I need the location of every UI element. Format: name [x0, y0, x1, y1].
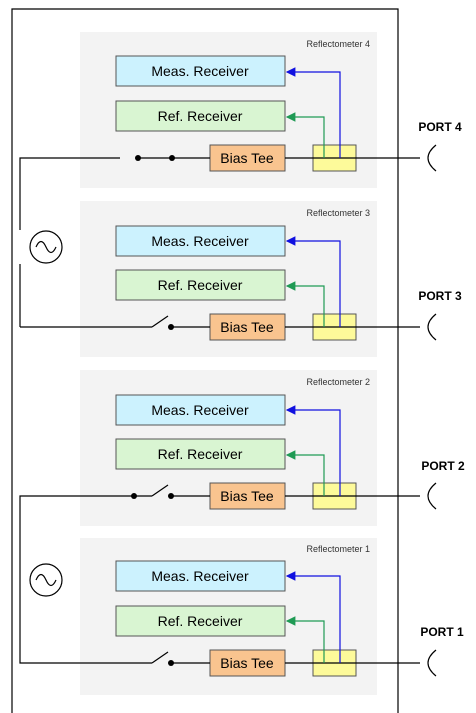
ref-sample-path	[285, 616, 325, 663]
meas-sample-path	[285, 571, 341, 663]
switch-blade	[151, 315, 169, 328]
switch-blade	[151, 484, 169, 497]
reflectometer-title: Reflectometer 4	[306, 39, 370, 49]
port-label: PORT 1	[420, 625, 464, 639]
source-wire	[19, 157, 45, 230]
bias-tee-label: Bias Tee	[220, 319, 274, 335]
switch-contact	[135, 155, 141, 161]
ref-receiver-label: Ref. Receiver	[158, 108, 243, 124]
meas-receiver-label: Meas. Receiver	[151, 568, 249, 584]
port-connector-icon	[427, 144, 437, 172]
reflectometer-title: Reflectometer 2	[306, 377, 370, 387]
ref-sample-path	[285, 281, 325, 327]
meas-sample-path	[285, 236, 341, 327]
source-a	[19, 157, 63, 327]
port-label: PORT 3	[418, 289, 462, 303]
reflectometer-2: Reflectometer 2 Meas. Receiver Ref. Rece…	[45, 370, 465, 526]
meas-receiver-box	[115, 560, 286, 592]
source-wire	[19, 495, 45, 664]
meas-receiver-label: Meas. Receiver	[151, 233, 249, 249]
bias-tee-box	[209, 482, 286, 510]
reflectometer-1: Reflectometer 1 Meas. Receiver Ref. Rece…	[45, 538, 464, 695]
meas-receiver-box	[115, 55, 286, 87]
source-b	[19, 495, 63, 664]
port-connector-icon	[427, 649, 437, 677]
ref-sample-path	[285, 112, 325, 158]
meas-receiver-box	[115, 225, 286, 257]
bias-tee-label: Bias Tee	[220, 150, 274, 166]
reflectometer-3: Reflectometer 3 Meas. Receiver Ref. Rece…	[20, 201, 462, 357]
sine-wave-icon	[35, 240, 57, 254]
meas-receiver-label: Meas. Receiver	[151, 63, 249, 79]
port-connector-icon	[427, 313, 437, 341]
meas-sample-path	[285, 405, 341, 496]
ref-sample-path	[285, 450, 325, 496]
port-connector-icon	[427, 482, 437, 510]
instrument-enclosure	[11, 8, 399, 713]
ref-receiver-box	[115, 269, 286, 301]
sine-wave-icon	[35, 573, 57, 587]
ref-receiver-box	[115, 605, 286, 637]
bias-tee-label: Bias Tee	[220, 488, 274, 504]
reflectometer-title: Reflectometer 3	[306, 208, 370, 218]
ref-receiver-label: Ref. Receiver	[158, 613, 243, 629]
switch-blade	[151, 651, 169, 664]
ref-receiver-label: Ref. Receiver	[158, 277, 243, 293]
ref-receiver-label: Ref. Receiver	[158, 446, 243, 462]
reflectometer-4: Reflectometer 4 Meas. Receiver Ref. Rece…	[45, 32, 462, 188]
bias-tee-box	[209, 144, 286, 172]
reflectometer-title: Reflectometer 1	[306, 544, 370, 554]
port-label: PORT 4	[418, 120, 462, 134]
port-label: PORT 2	[421, 459, 465, 473]
ref-receiver-box	[115, 438, 286, 470]
meas-sample-path	[285, 67, 341, 158]
meas-receiver-label: Meas. Receiver	[151, 402, 249, 418]
ref-receiver-box	[115, 100, 286, 132]
meas-receiver-box	[115, 394, 286, 426]
bias-tee-label: Bias Tee	[220, 655, 274, 671]
